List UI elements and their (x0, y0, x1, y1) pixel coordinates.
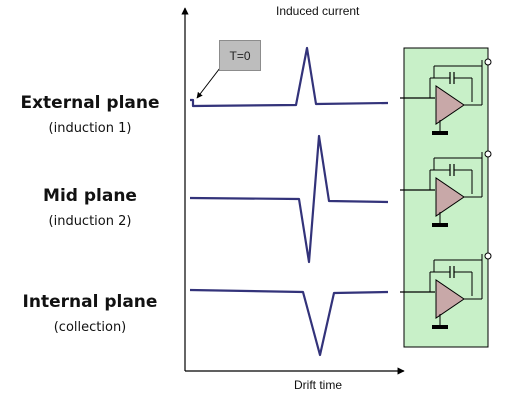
plane-name-mid: Mid plane (43, 186, 137, 206)
amplifier-channel-1 (399, 58, 492, 136)
y-axis-title: Induced current (276, 4, 360, 18)
plane-role-internal: (collection) (53, 320, 127, 335)
amplifier-channel-3 (399, 252, 492, 330)
plane-name-external: External plane (20, 93, 160, 113)
internal-plane-trace (189, 288, 389, 357)
plane-role-mid: (induction 2) (48, 214, 132, 229)
x-axis-title: Drift time (294, 378, 342, 392)
external-plane-trace (190, 46, 389, 108)
mid-plane-trace (189, 134, 389, 264)
amplifier-channel-2 (399, 150, 492, 228)
t0-label: T=0 (219, 40, 261, 71)
t0-pointer (196, 67, 221, 99)
plane-name-internal: Internal plane (22, 292, 158, 312)
plane-role-external: (induction 1) (48, 121, 132, 136)
